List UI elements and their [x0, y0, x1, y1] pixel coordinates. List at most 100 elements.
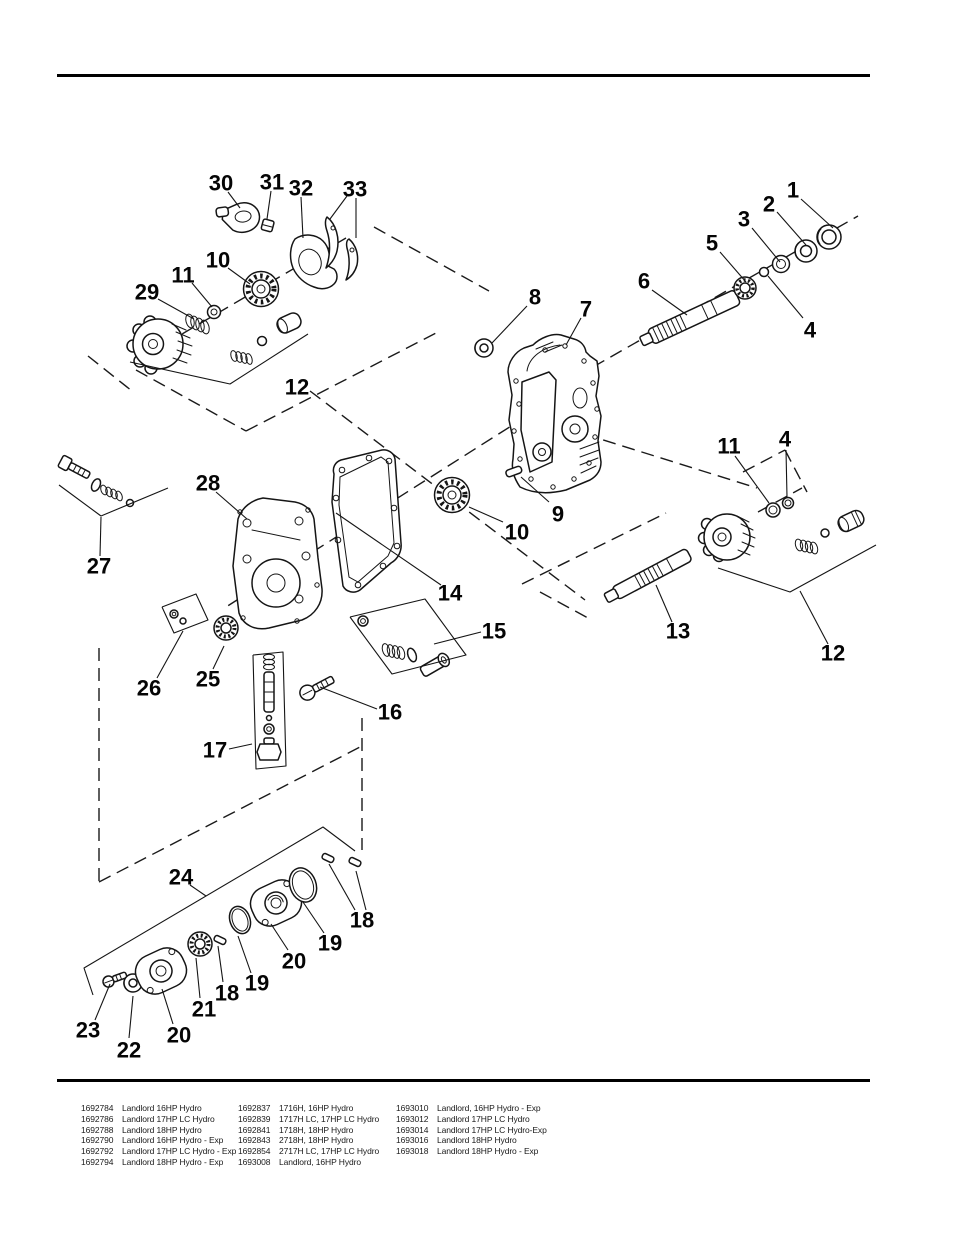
- cylinder-block-right-drawing: [697, 513, 756, 563]
- top-rule: [57, 74, 870, 77]
- callout-18: 18: [350, 908, 374, 933]
- part-number: 1692792: [81, 1146, 114, 1157]
- callout-leader: [195, 957, 201, 999]
- dashed-assembly-line: [373, 226, 490, 292]
- thrust-washer-drawing: [771, 254, 791, 274]
- o-ring-19-upper-drawing: [288, 867, 318, 903]
- o-ring-19-lower-drawing: [228, 905, 252, 935]
- callout-4: 4: [804, 318, 817, 343]
- part-number: 1692784: [81, 1103, 114, 1113]
- input-shaft-drawing: [639, 290, 741, 347]
- part-number: 1692790: [81, 1135, 114, 1146]
- oil-seal-drawing: [474, 338, 494, 358]
- group-bracket-line: [717, 544, 877, 593]
- piston-drawing: [276, 312, 302, 334]
- dowel-pin-drawing: [505, 465, 523, 478]
- callout-leader: [734, 455, 770, 504]
- callout-24: 24: [169, 865, 194, 890]
- part-number: 1693010: [396, 1103, 429, 1113]
- model-description: 2717H LC, 17HP LC Hydro: [279, 1146, 380, 1157]
- callout-3: 3: [738, 207, 750, 232]
- callout-leader: [776, 211, 807, 246]
- callout-leader: [266, 190, 272, 220]
- callout-10: 10: [206, 248, 230, 273]
- callout-leader: [565, 317, 582, 346]
- bearing-drawing: [733, 276, 757, 300]
- dashed-assembly-line: [245, 332, 437, 432]
- part-row: 1692794 Landlord 18HP Hydro - Exp: [81, 1157, 236, 1168]
- bracket-lines: [58, 333, 877, 996]
- group-bracket-line: [83, 826, 356, 996]
- callout-leader: [99, 516, 102, 557]
- callout-leader: [329, 195, 348, 220]
- trunnion-bracket-drawing: [289, 234, 338, 290]
- model-description: Landlord 18HP Hydro - Exp: [122, 1156, 224, 1167]
- callout-29: 29: [135, 280, 159, 305]
- callout-32: 32: [289, 176, 313, 201]
- model-description: 1717H LC, 17HP LC Hydro: [279, 1113, 380, 1124]
- part-number: 1692794: [81, 1156, 114, 1167]
- callout-9: 9: [552, 502, 564, 527]
- callout-23: 23: [76, 1018, 100, 1043]
- part-number: 1692788: [81, 1124, 114, 1135]
- dashed-assembly-line: [539, 591, 589, 619]
- side-cover-lower-drawing: [134, 947, 188, 995]
- part-number: 1693014: [396, 1124, 429, 1135]
- callout-11: 11: [171, 263, 194, 288]
- hex-bolt-drawing: [299, 675, 335, 701]
- model-description: Landlord, 16HP Hydro: [279, 1156, 361, 1167]
- callout-leader: [319, 686, 378, 710]
- model-description: Landlord 18HP Hydro - Exp: [437, 1146, 539, 1157]
- bottom-rule: [57, 1079, 870, 1082]
- part-number: 1692843: [238, 1135, 271, 1146]
- callout-leader: [520, 476, 550, 503]
- model-description: Landlord 17HP LC Hydro: [122, 1113, 215, 1124]
- o-ring-drawing: [765, 496, 795, 518]
- callout-leader: [270, 923, 289, 951]
- part-number: 1692854: [238, 1146, 271, 1157]
- cylinder-block-left-drawing: [126, 315, 193, 375]
- callout-leader: [189, 884, 207, 897]
- callout-leader: [491, 305, 528, 344]
- part-number: 1693018: [396, 1146, 429, 1157]
- callout-leader: [302, 901, 325, 934]
- callout-8: 8: [529, 285, 541, 310]
- callout-33: 33: [343, 177, 367, 202]
- part-number: 1692786: [81, 1113, 114, 1124]
- relief-valve-assembly-drawing: [256, 653, 282, 761]
- model-description: 2718H, 18HP Hydro: [279, 1135, 354, 1146]
- model-description: Landlord 16HP Hydro - Exp: [122, 1135, 224, 1146]
- callout-17: 17: [203, 738, 227, 763]
- callout-leader: [651, 289, 688, 316]
- pin-18-upper-drawing: [321, 852, 362, 868]
- center-section-drawing: [232, 497, 323, 630]
- callout-leader: [767, 275, 804, 319]
- callout-19: 19: [245, 971, 269, 996]
- callout-leader: [800, 198, 834, 229]
- model-description: Landlord 18HP Hydro: [437, 1135, 517, 1146]
- callout-30: 30: [209, 171, 233, 196]
- callout-leader: [799, 590, 829, 645]
- bearing-cone-drawing: [794, 239, 818, 263]
- pin-18-lower-drawing: [213, 934, 227, 946]
- part-row: 1692843 2718H, 18HP Hydro: [238, 1135, 379, 1146]
- group-bracket-line: [252, 651, 287, 770]
- pulley-gear-drawing: [242, 270, 280, 308]
- group-bracket-line: [349, 598, 467, 675]
- callout-leader: [212, 645, 225, 670]
- check-valve-kit-drawing: [357, 615, 451, 677]
- callout-7: 7: [580, 297, 592, 322]
- piston-spring-right-drawing: [794, 509, 865, 555]
- bearing-25-drawing: [213, 615, 239, 641]
- model-description: 1718H, 18HP Hydro: [279, 1124, 354, 1135]
- callout-11: 11: [717, 434, 740, 459]
- model-description: Landlord 18HP Hydro: [122, 1124, 202, 1135]
- dashed-assembly-line: [742, 449, 786, 473]
- callout-leader: [227, 191, 241, 209]
